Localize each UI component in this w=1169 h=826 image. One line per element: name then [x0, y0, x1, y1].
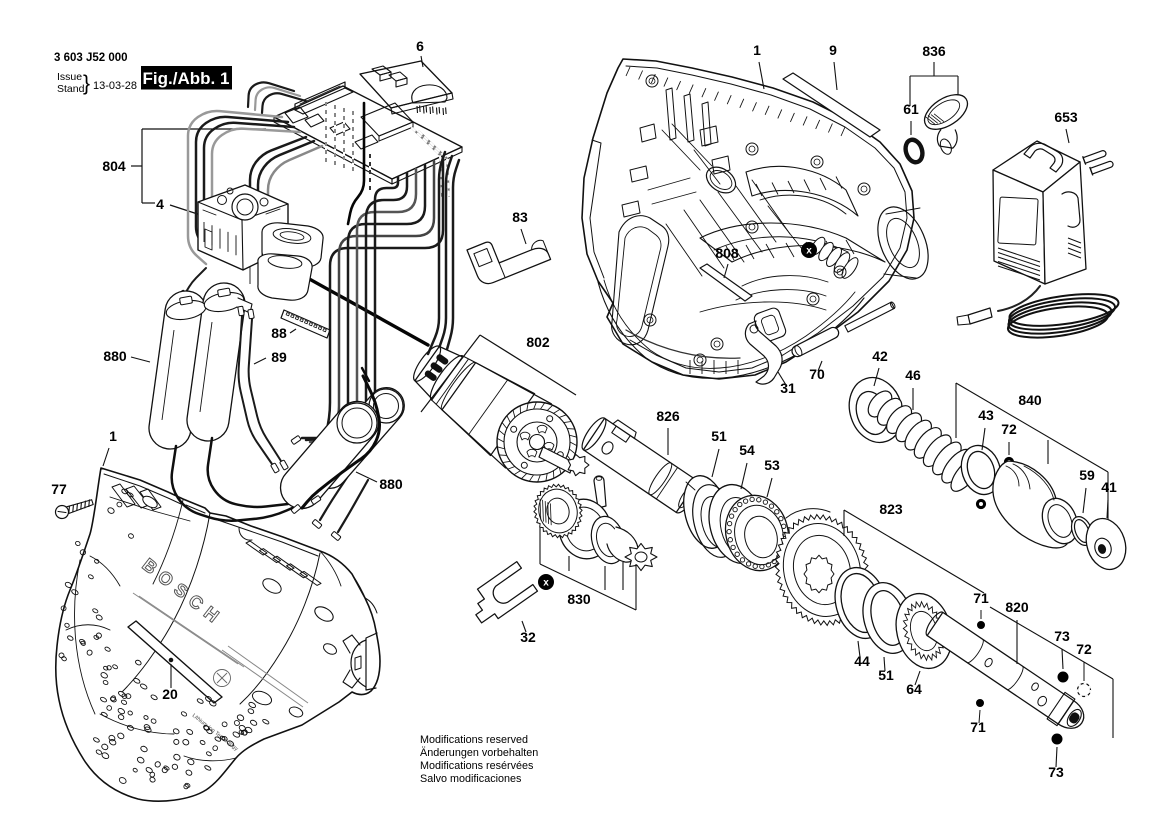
svg-text:Issue: Issue [57, 71, 82, 83]
svg-text:802: 802 [526, 334, 550, 350]
svg-text:x: x [543, 577, 549, 588]
svg-text:840: 840 [1018, 392, 1042, 408]
svg-text:9: 9 [829, 42, 837, 58]
svg-text:51: 51 [878, 667, 894, 683]
svg-text:72: 72 [1076, 641, 1092, 657]
svg-text:1: 1 [753, 42, 761, 58]
svg-text:59: 59 [1079, 467, 1095, 483]
svg-text:Salvo modificaciones: Salvo modificaciones [420, 773, 522, 785]
svg-text:88: 88 [271, 325, 287, 341]
svg-text:653: 653 [1054, 109, 1078, 125]
svg-text:Modifications resérvées: Modifications resérvées [420, 760, 534, 772]
svg-text:Modifications reserved: Modifications reserved [420, 734, 528, 746]
svg-text:}: } [83, 72, 90, 95]
svg-text:880: 880 [379, 476, 403, 492]
svg-text:73: 73 [1048, 764, 1064, 780]
svg-text:31: 31 [780, 380, 796, 396]
svg-text:x: x [806, 245, 812, 256]
svg-text:89: 89 [271, 349, 287, 365]
svg-text:73: 73 [1054, 628, 1070, 644]
svg-text:Stand: Stand [57, 83, 85, 95]
svg-text:13-03-28: 13-03-28 [93, 80, 137, 92]
svg-text:43: 43 [978, 407, 994, 423]
svg-text:880: 880 [103, 348, 127, 364]
svg-text:826: 826 [656, 408, 680, 424]
svg-text:41: 41 [1101, 479, 1117, 495]
svg-text:71: 71 [973, 590, 989, 606]
svg-text:804: 804 [102, 158, 126, 174]
svg-text:44: 44 [854, 653, 870, 669]
svg-text:3 603 J52 000: 3 603 J52 000 [54, 52, 128, 64]
svg-text:20: 20 [162, 686, 178, 702]
svg-text:46: 46 [905, 367, 921, 383]
svg-text:72: 72 [1001, 421, 1017, 437]
svg-text:54: 54 [739, 442, 755, 458]
svg-text:823: 823 [879, 501, 903, 517]
svg-text:83: 83 [512, 209, 528, 225]
svg-text:6: 6 [416, 38, 424, 54]
svg-text:71: 71 [970, 719, 986, 735]
svg-text:53: 53 [764, 457, 780, 473]
svg-text:61: 61 [903, 101, 919, 117]
svg-text:4: 4 [156, 196, 164, 212]
svg-text:820: 820 [1005, 599, 1029, 615]
svg-text:836: 836 [922, 43, 946, 59]
svg-text:1: 1 [109, 428, 117, 444]
svg-text:808: 808 [715, 245, 739, 261]
svg-text:42: 42 [872, 348, 888, 364]
svg-text:830: 830 [567, 591, 591, 607]
svg-text:70: 70 [809, 366, 825, 382]
svg-text:64: 64 [906, 681, 922, 697]
svg-text:32: 32 [520, 629, 536, 645]
svg-text:Änderungen vorbehalten: Änderungen vorbehalten [420, 747, 538, 759]
svg-text:51: 51 [711, 428, 727, 444]
svg-text:Fig./Abb. 1: Fig./Abb. 1 [143, 69, 230, 88]
svg-text:77: 77 [51, 481, 67, 497]
